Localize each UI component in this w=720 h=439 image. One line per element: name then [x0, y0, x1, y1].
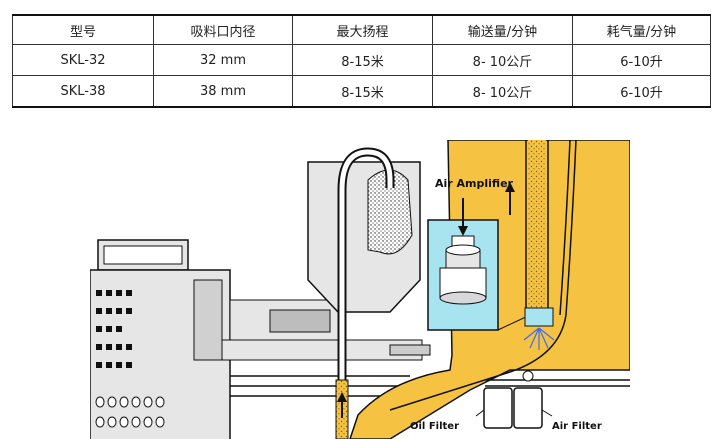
header-max-lift: 最大扬程: [292, 14, 433, 45]
cell-inlet-diameter: 38 mm: [153, 75, 293, 108]
header-air-consumption: 耗气量/分钟: [572, 14, 711, 45]
label-oil-filter: Oil Filter: [410, 421, 459, 432]
molding-machine: [90, 239, 431, 439]
air-supply: Oil Filter Air Filter: [389, 314, 630, 432]
cell-air-consumption: 6-10升: [572, 75, 711, 108]
oil-filter-body: [483, 387, 513, 429]
arrow-down-icon: [458, 226, 468, 236]
cell-max-lift: 8-15米: [292, 75, 433, 108]
table-row: SKL-32 32 mm 8-15米 8- 10公斤 6-10升: [12, 44, 711, 76]
air-amplifier-callout: Air Amplifier: [427, 177, 555, 350]
header-throughput: 输送量/分钟: [432, 14, 573, 45]
air-conveyor-diagram: Air Amplifier Oil Filter Air Filter: [90, 140, 630, 439]
cell-throughput: 8- 10公斤: [432, 44, 573, 76]
table-header-row: 型号 吸料口内径 最大扬程 输送量/分钟 耗气量/分钟: [12, 14, 711, 45]
conveying-tube: [335, 147, 395, 439]
cell-max-lift: 8-15米: [292, 44, 433, 76]
label-air-amplifier: Air Amplifier: [435, 177, 514, 190]
spec-table: 型号 吸料口内径 最大扬程 输送量/分钟 耗气量/分钟 SKL-32 32 mm…: [12, 14, 711, 108]
cell-model: SKL-32: [12, 44, 154, 76]
label-air-filter: Air Filter: [552, 421, 602, 432]
table-row: SKL-38 38 mm 8-15米 8- 10公斤 6-10升: [12, 75, 711, 108]
header-model: 型号: [12, 14, 154, 45]
header-inlet-diameter: 吸料口内径: [153, 14, 293, 45]
cell-inlet-diameter: 32 mm: [153, 44, 293, 76]
air-filter-body: [513, 387, 543, 429]
hopper: [307, 161, 421, 313]
cell-air-consumption: 6-10升: [572, 44, 711, 76]
cell-throughput: 8- 10公斤: [432, 75, 573, 108]
air-burst-icon: [523, 327, 555, 350]
cell-model: SKL-38: [12, 75, 154, 108]
